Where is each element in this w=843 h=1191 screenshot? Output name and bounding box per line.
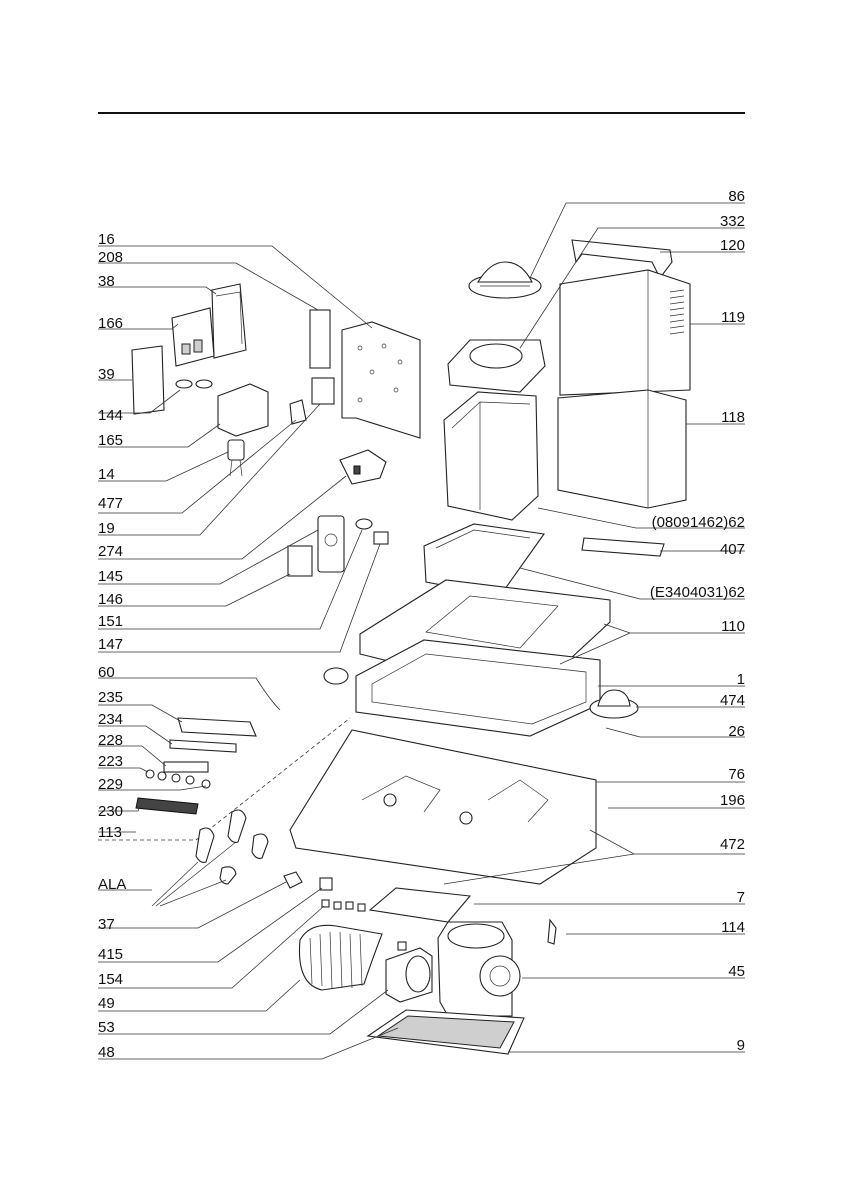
part-label: 147	[98, 636, 123, 653]
part-label: 146	[98, 591, 123, 608]
part-label: 16	[98, 231, 115, 248]
part-label: (08091462)62	[652, 514, 745, 531]
part-label: 223	[98, 753, 123, 770]
part-label: 332	[720, 213, 745, 230]
part-label: 144	[98, 407, 123, 424]
part-label: 472	[720, 836, 745, 853]
part-label: 1	[737, 671, 745, 688]
part-label: 26	[728, 723, 745, 740]
part-label: 274	[98, 543, 123, 560]
part-label: 196	[720, 792, 745, 809]
part-label: 38	[98, 273, 115, 290]
part-label: ALA	[98, 876, 126, 893]
part-drawings	[98, 240, 690, 1054]
part-label: (E3404031)62	[650, 584, 745, 601]
part-label: 86	[728, 188, 745, 205]
part-label: 9	[737, 1037, 745, 1054]
part-label: 14	[98, 466, 115, 483]
part-label: 76	[728, 766, 745, 783]
part-label: 165	[98, 432, 123, 449]
part-label: 53	[98, 1019, 115, 1036]
part-label: 151	[98, 613, 123, 630]
part-label: 166	[98, 315, 123, 332]
part-label: 477	[98, 495, 123, 512]
part-label: 235	[98, 689, 123, 706]
part-label: 60	[98, 664, 115, 681]
part-label: 45	[728, 963, 745, 980]
part-label: 230	[98, 803, 123, 820]
part-label: 407	[720, 541, 745, 558]
part-label: 7	[737, 889, 745, 906]
part-label: 19	[98, 520, 115, 537]
part-label: 474	[720, 692, 745, 709]
part-label: 415	[98, 946, 123, 963]
part-label: 145	[98, 568, 123, 585]
part-label: 228	[98, 732, 123, 749]
part-label: 234	[98, 711, 123, 728]
part-label: 48	[98, 1044, 115, 1061]
part-label: 118	[721, 409, 745, 426]
part-label: 119	[721, 309, 745, 326]
part-label: 113	[98, 824, 122, 841]
part-label: 110	[721, 618, 745, 635]
left-labels: 16 208 38 166 39 144 165 14 477 19 274 1…	[98, 231, 126, 1061]
part-label: 229	[98, 776, 123, 793]
part-label: 49	[98, 995, 115, 1012]
part-label: 154	[98, 971, 123, 988]
part-label: 208	[98, 249, 123, 266]
part-label: 37	[98, 916, 115, 933]
part-label: 120	[720, 237, 745, 254]
part-label: 114	[721, 919, 745, 936]
part-label: 39	[98, 366, 115, 383]
